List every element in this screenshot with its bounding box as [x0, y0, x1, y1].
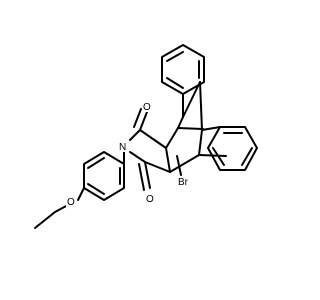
bond-bromine — [176, 155, 182, 176]
upper-ring-double-bond-1 — [166, 51, 184, 62]
upper-ring-double-bond-3 — [166, 77, 184, 89]
ethoxyphenyl-ring — [83, 151, 125, 201]
bond-nitrogen-upper-carbonyl — [129, 129, 141, 141]
bond-oxygen-aryl — [77, 187, 85, 201]
bromine-label: Br — [178, 177, 189, 188]
bond-lower-carbonyl-ring — [144, 161, 171, 173]
right-aromatic-ring — [207, 126, 258, 171]
bromine-background — [177, 176, 193, 187]
upper-carbonyl-bond-b — [133, 108, 142, 128]
bond-ethyl-terminal — [34, 211, 56, 229]
nitrogen-label: N — [119, 142, 126, 153]
nitrogen-background — [118, 141, 128, 152]
framework-bond-6 — [201, 126, 221, 131]
ether-oxygen-label: O — [67, 197, 75, 208]
framework-bond-1 — [165, 127, 179, 149]
bond-succinimide-bridge — [165, 147, 171, 173]
ether-oxygen-background — [66, 196, 76, 207]
right-ring-double-bond-3 — [212, 147, 225, 166]
lower-carbonyl-bond-b — [138, 163, 145, 191]
upper-carbonyl-oxygen-label: O — [143, 102, 151, 113]
bond-ethyl-oxygen — [54, 204, 69, 213]
framework-bond-5 — [198, 129, 203, 156]
framework-bond-4 — [177, 116, 184, 129]
lower-carbonyl-bond-a — [144, 161, 151, 189]
bond-upper-carbonyl-ring — [139, 129, 167, 149]
framework-bond-8 — [182, 81, 201, 118]
molecule-canvas: O O N Br O — [34, 44, 258, 229]
framework-bond-2 — [169, 154, 200, 173]
upper-carbonyl-oxygen-background — [142, 101, 152, 112]
lower-carbonyl-oxygen-label: O — [146, 194, 154, 205]
framework-bond-9 — [199, 81, 203, 131]
upper-carbonyl-bond-a — [139, 111, 148, 131]
right-ring-double-bond-2 — [241, 147, 253, 166]
framework-bond-3 — [177, 127, 204, 130]
ethoxyphenyl-double-bond-1 — [87, 157, 105, 169]
bond-nitrogen-lower-carbonyl — [129, 151, 146, 163]
molecule-structure: O O N Br O — [34, 44, 258, 229]
lower-carbonyl-oxygen-background — [145, 193, 155, 204]
ethoxyphenyl-double-bond-3 — [87, 183, 105, 195]
